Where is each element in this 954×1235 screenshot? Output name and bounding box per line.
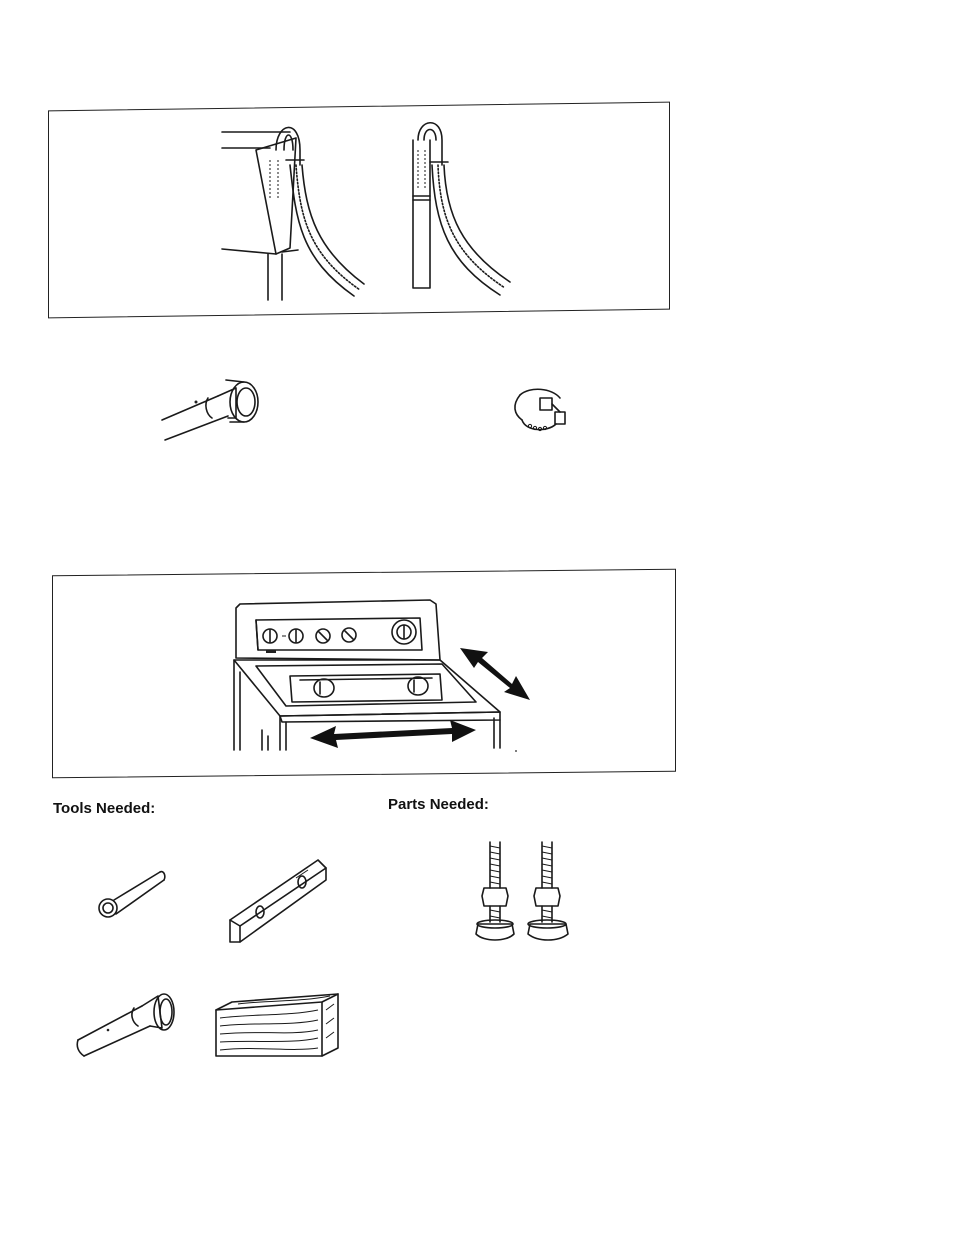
leveling-leg-1 [476,842,514,940]
wrench-icon [99,872,165,917]
wood-block-icon [216,994,338,1056]
pipe-adapter-icon [77,994,174,1056]
carpenter-level-icon [230,860,326,942]
leveling-legs-icon [476,842,568,940]
leveling-leg-2 [528,842,568,940]
